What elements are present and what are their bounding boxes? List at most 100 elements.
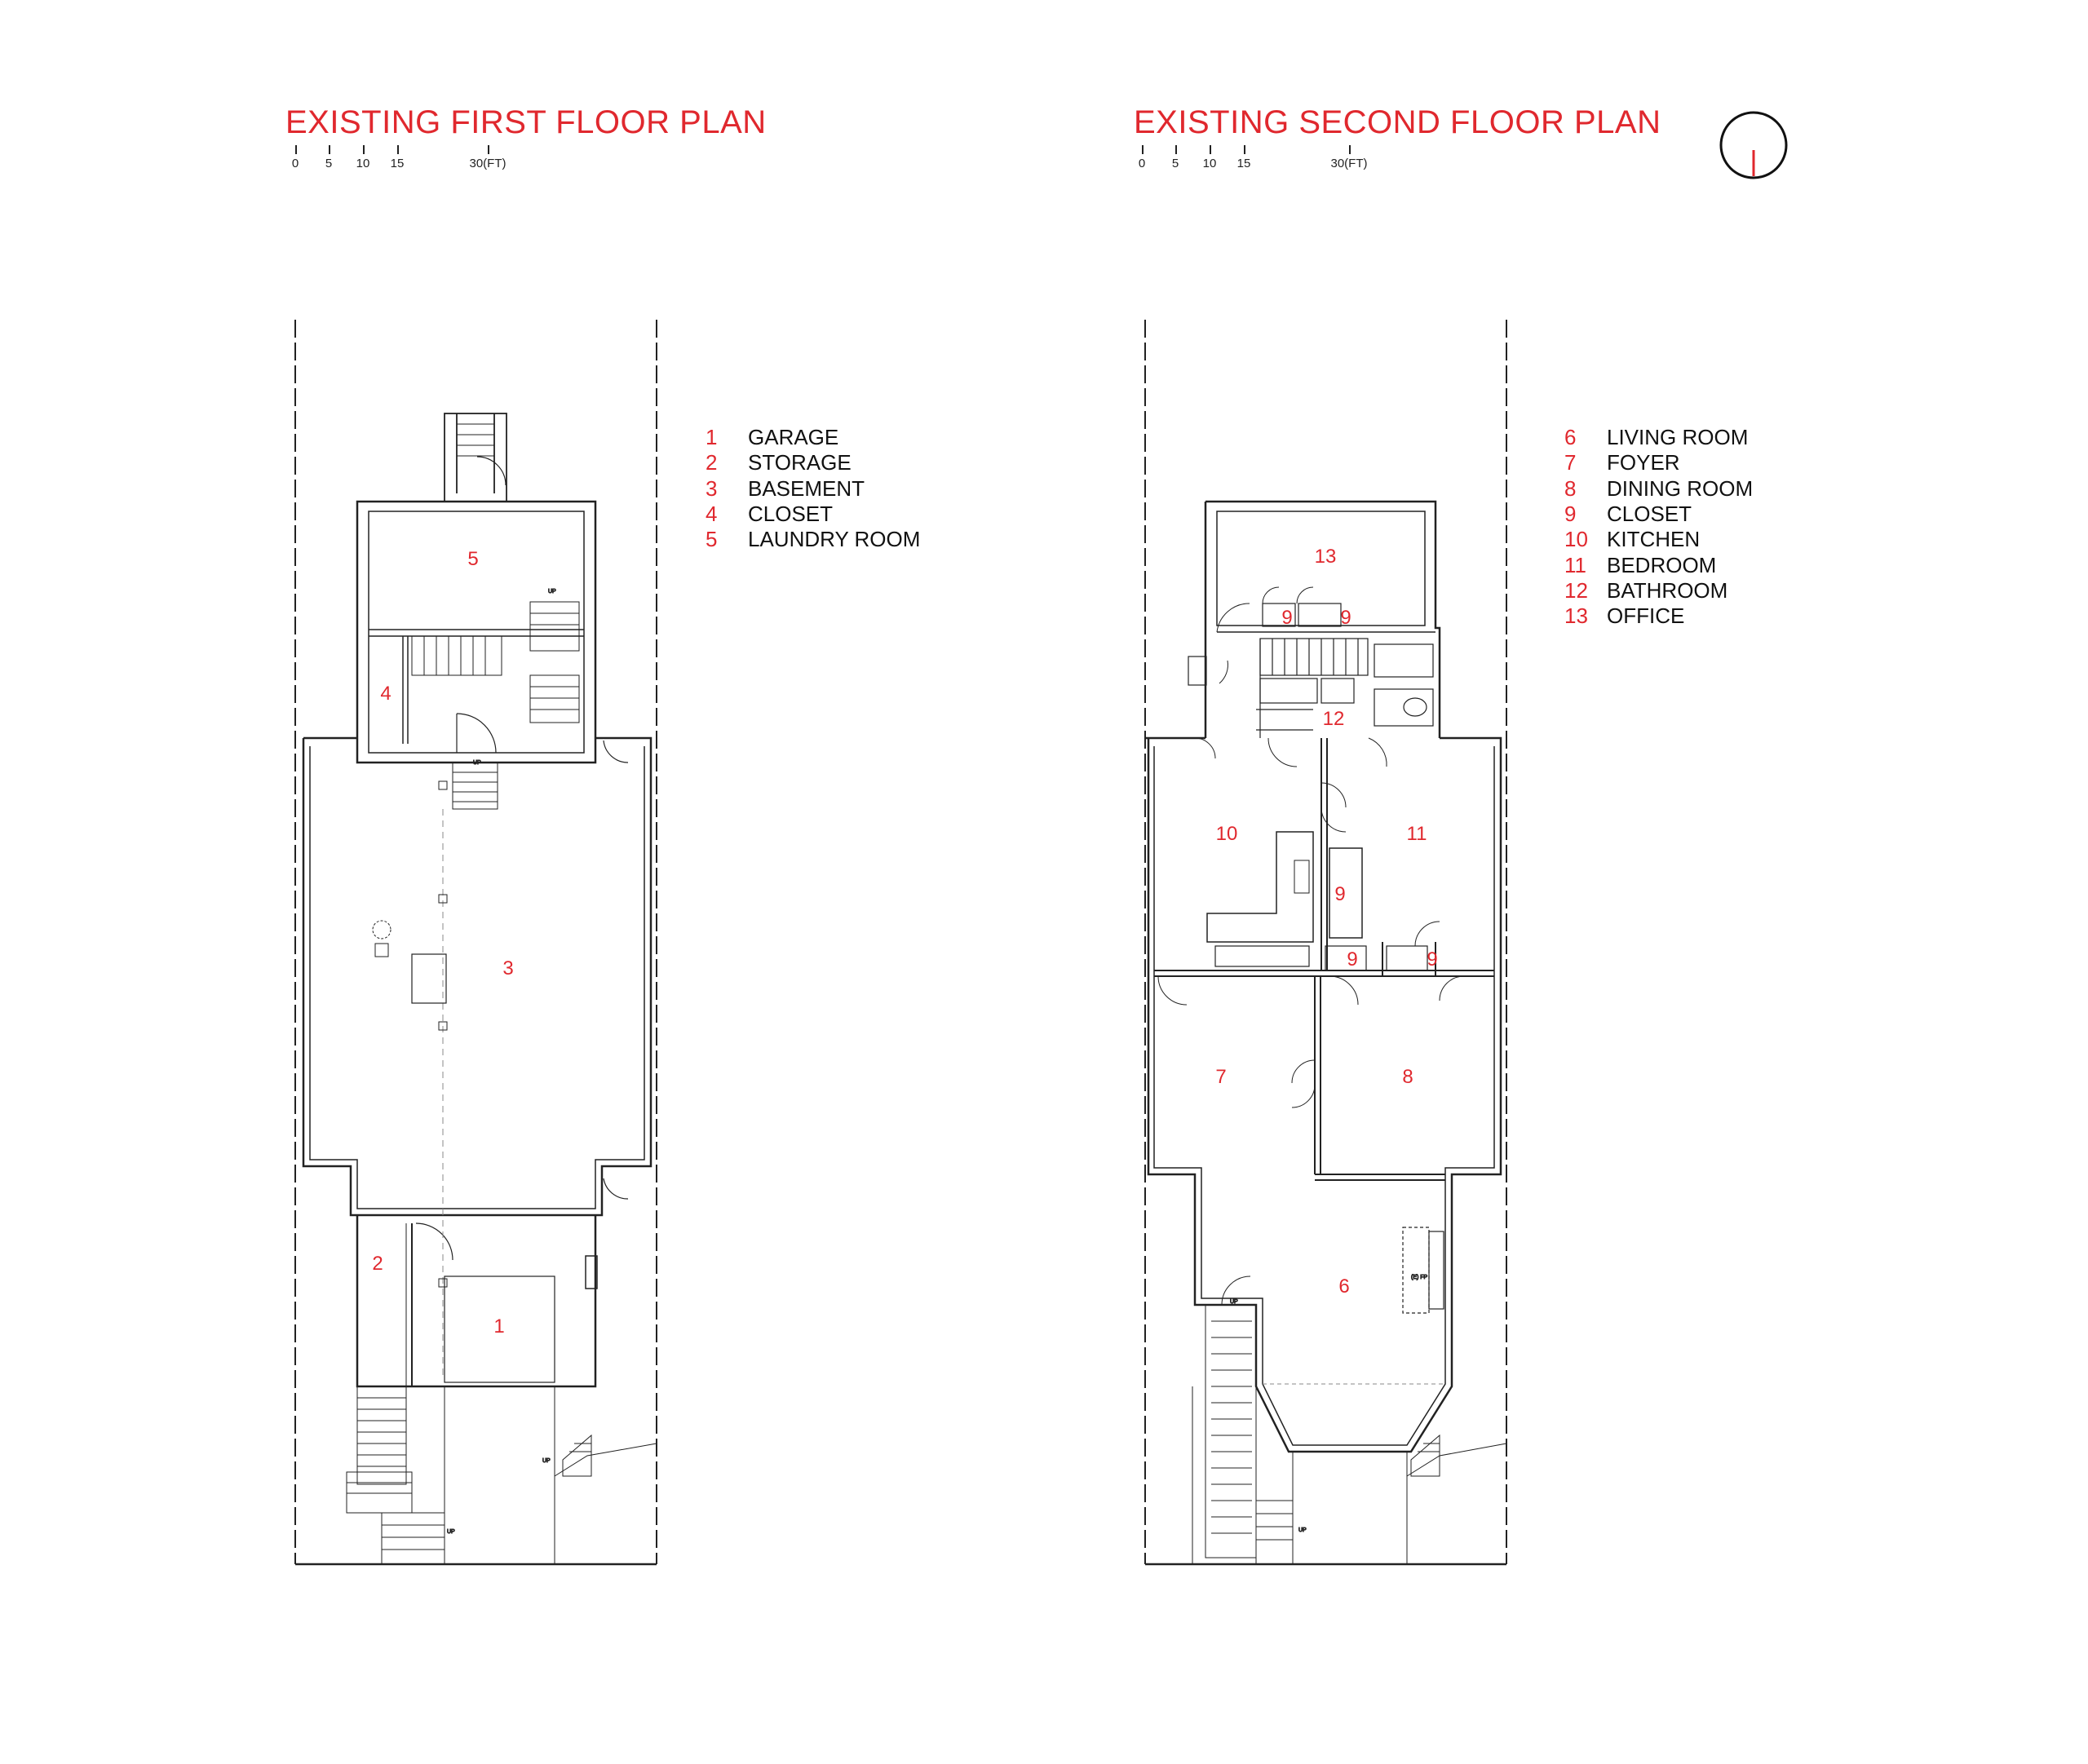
legend-number: 12: [1564, 577, 1588, 603]
second-floor-plan: UP UP (E) FP: [1144, 320, 1507, 1566]
room-label-closet: 9: [1427, 948, 1437, 970]
scale-label: 0: [1138, 157, 1146, 170]
legend-number: 8: [1564, 475, 1577, 501]
legend-name: GARAGE: [748, 425, 839, 450]
legend-item: 7 FOYER: [1564, 450, 1753, 475]
scale-label: 5: [1171, 157, 1179, 170]
room-label-basement: 3: [502, 957, 513, 979]
legend-name: CLOSET: [748, 502, 834, 527]
rear-stair: [444, 413, 507, 502]
scale-label: 0: [291, 157, 299, 170]
second-floor-outer-wall: [1145, 736, 1502, 1453]
legend-name: LIVING ROOM: [1607, 425, 1749, 450]
interior-partitions: [1154, 738, 1494, 1181]
legend-item: 10 KITCHEN: [1564, 527, 1753, 552]
first-floor-title: EXISTING FIRST FLOOR PLAN: [285, 104, 767, 140]
room-label-closet: 9: [1347, 948, 1357, 970]
up-marker: UP: [1298, 1527, 1307, 1533]
scale-label: 10: [356, 157, 370, 170]
legend-number: 6: [1564, 425, 1577, 450]
garage-wall: [356, 1215, 597, 1388]
door-swings: [1157, 737, 1465, 1306]
room-label-garage: 1: [493, 1315, 504, 1337]
basement-entry-stair: [452, 762, 498, 810]
front-stairs-second: [1192, 1304, 1294, 1565]
legend-item: 12 BATHROOM: [1564, 578, 1753, 603]
room-label-office: 13: [1315, 546, 1337, 568]
legend-item: 1 GARAGE: [706, 425, 920, 450]
first-floor-plan: UP UP UP UP: [294, 320, 657, 1566]
legend-number: 13: [1564, 603, 1588, 629]
room-label-bedroom: 11: [1407, 823, 1427, 845]
room-label-foyer: 7: [1215, 1066, 1226, 1088]
north-arrow-icon: [1719, 111, 1788, 179]
up-marker: UP: [548, 589, 556, 595]
first-floor-legend: 1 GARAGE 2 STORAGE 3 BASEMENT 4 CLOSET 5 LAUN…: [706, 425, 920, 552]
fireplace-note: (E) FP: [1411, 1275, 1428, 1280]
legend-number: 10: [1564, 527, 1588, 552]
room-label-closet: 9: [1334, 883, 1345, 905]
laundry-stairs: [411, 601, 580, 754]
scale-label: 10: [1202, 157, 1217, 170]
scale-label: 5: [325, 157, 333, 170]
second-floor-scale-bar: 0 5 10 15 30(FT): [1138, 145, 1419, 186]
fireplace: [1402, 1227, 1444, 1314]
garage-bay: [444, 1275, 555, 1383]
legend-number: 2: [706, 450, 718, 475]
room-label-closet: 9: [1281, 607, 1292, 629]
legend-item: 8 DINING ROOM: [1564, 476, 1753, 502]
second-floor-legend: 6 LIVING ROOM 7 FOYER 8 DINING ROOM 9 CLOSET…: [1564, 425, 1753, 629]
legend-name: CLOSET: [1607, 502, 1692, 527]
scale-label: 15: [1236, 157, 1251, 170]
legend-item: 3 BASEMENT: [706, 476, 920, 502]
room-label-closet: 9: [1340, 607, 1351, 629]
legend-name: STORAGE: [748, 450, 852, 475]
room-label-kitchen: 10: [1216, 823, 1238, 845]
legend-number: 7: [1564, 450, 1577, 475]
legend-number: 9: [1564, 502, 1577, 527]
legend-name: OFFICE: [1607, 603, 1685, 629]
legend-name: BASEMENT: [748, 475, 865, 501]
legend-item: 5 LAUNDRY ROOM: [706, 527, 920, 552]
legend-name: KITCHEN: [1607, 527, 1701, 552]
room-label-dining: 8: [1402, 1066, 1413, 1088]
front-stairs-first: [346, 1386, 445, 1565]
legend-item: 6 LIVING ROOM: [1564, 425, 1753, 450]
legend-number: 3: [706, 475, 718, 501]
room-label-closet: 4: [380, 683, 391, 705]
basement-outer-wall: [302, 736, 652, 1217]
laundry-block: [356, 500, 597, 764]
side-stair-second: [1406, 1434, 1507, 1564]
legend-item: 13 OFFICE: [1564, 603, 1753, 629]
room-label-storage: 2: [372, 1253, 383, 1275]
office-block: [1204, 500, 1441, 738]
scale-label: 30(FT): [1330, 157, 1368, 170]
legend-name: FOYER: [1607, 450, 1680, 475]
room-label-laundry: 5: [467, 548, 478, 570]
second-floor-inner-wall: [1153, 746, 1495, 1446]
legend-number: 5: [706, 527, 718, 552]
legend-number: 11: [1564, 552, 1586, 577]
legend-number: 1: [706, 425, 718, 450]
legend-item: 9 CLOSET: [1564, 502, 1753, 527]
room-label-living: 6: [1338, 1275, 1349, 1298]
up-marker: UP: [447, 1529, 455, 1535]
scale-label: 15: [390, 157, 405, 170]
legend-item: 4 CLOSET: [706, 502, 920, 527]
legend-name: DINING ROOM: [1607, 475, 1754, 501]
bath-stair-block: [1188, 638, 1434, 738]
up-marker: UP: [1230, 1299, 1238, 1305]
up-marker: UP: [542, 1458, 551, 1464]
scale-label: 30(FT): [469, 157, 507, 170]
legend-name: LAUNDRY ROOM: [748, 527, 921, 552]
legend-name: BATHROOM: [1607, 577, 1728, 603]
legend-number: 4: [706, 502, 718, 527]
legend-item: 2 STORAGE: [706, 450, 920, 475]
basement-inner-wall: [309, 746, 645, 1209]
second-floor-title: EXISTING SECOND FLOOR PLAN: [1134, 104, 1661, 140]
side-stair-first: [554, 1386, 657, 1564]
first-floor-scale-bar: 0 5 10 15 30(FT): [291, 145, 573, 186]
room-label-bathroom: 12: [1323, 708, 1345, 730]
